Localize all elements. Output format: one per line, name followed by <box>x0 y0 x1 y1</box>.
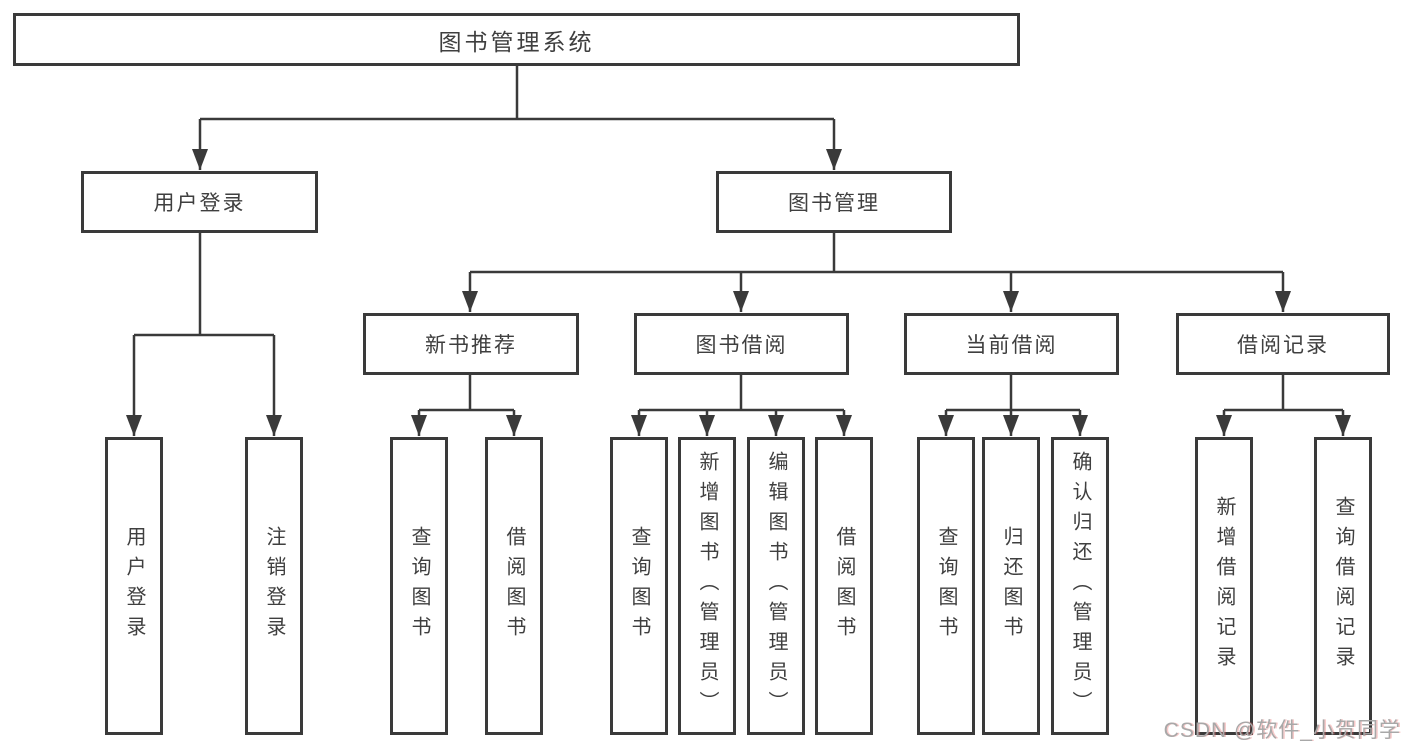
node-label: 查询借阅记录 <box>1332 496 1354 676</box>
node-current-borrow: 当前借阅 <box>904 313 1119 375</box>
node-user-login-module: 用户登录 <box>81 171 318 233</box>
node-label: 查询图书 <box>935 526 957 646</box>
leaf-logout: 注销登录 <box>245 437 303 735</box>
node-book-management-module: 图书管理 <box>716 171 952 233</box>
leaf-query-books-1: 查询图书 <box>390 437 448 735</box>
node-label: 当前借阅 <box>965 334 1058 357</box>
node-label: 查询图书 <box>628 526 650 646</box>
leaf-query-books-3: 查询图书 <box>917 437 975 735</box>
node-new-book-recommend: 新书推荐 <box>363 313 579 375</box>
node-library-management-system: 图书管理系统 <box>13 13 1020 66</box>
leaf-borrow-books-1: 借阅图书 <box>485 437 543 735</box>
node-borrow-records: 借阅记录 <box>1176 313 1390 375</box>
node-label: 图书管理系统 <box>438 28 595 55</box>
connector-arrows <box>126 119 1351 436</box>
leaf-query-books-2: 查询图书 <box>610 437 668 735</box>
node-label: 注销登录 <box>263 526 285 646</box>
leaf-edit-book-admin: 编辑图书（管理员） <box>747 437 805 735</box>
leaf-borrow-books-2: 借阅图书 <box>815 437 873 735</box>
node-label: 用户登录 <box>153 192 246 215</box>
node-label: 新书推荐 <box>425 334 517 357</box>
node-label: 新增借阅记录 <box>1213 496 1235 676</box>
connector-trunks <box>134 66 1343 412</box>
node-label: 图书借阅 <box>695 334 788 357</box>
node-label: 归还图书 <box>1000 526 1022 646</box>
leaf-query-borrow-record: 查询借阅记录 <box>1314 437 1372 735</box>
node-label: 查询图书 <box>408 526 430 646</box>
leaf-return-book: 归还图书 <box>982 437 1040 735</box>
leaf-confirm-return-admin: 确认归还（管理员） <box>1051 437 1109 735</box>
node-label: 新增图书（管理员） <box>696 451 718 721</box>
node-label: 借阅图书 <box>503 526 525 646</box>
node-book-borrow: 图书借阅 <box>634 313 849 375</box>
node-label: 确认归还（管理员） <box>1069 451 1091 721</box>
leaf-add-borrow-record: 新增借阅记录 <box>1195 437 1253 735</box>
node-label: 借阅图书 <box>833 526 855 646</box>
node-label: 编辑图书（管理员） <box>765 451 787 721</box>
leaf-user-login: 用户登录 <box>105 437 163 735</box>
node-label: 借阅记录 <box>1237 334 1329 357</box>
leaf-add-book-admin: 新增图书（管理员） <box>678 437 736 735</box>
node-label: 用户登录 <box>123 526 145 646</box>
csdn-watermark: CSDN @软件_小贺同学 <box>1163 719 1401 742</box>
node-label: 图书管理 <box>788 192 880 215</box>
